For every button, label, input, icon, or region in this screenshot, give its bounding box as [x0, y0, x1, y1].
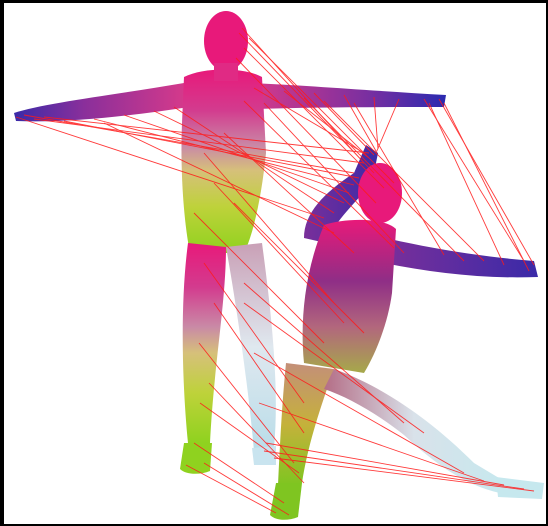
correspondence-illustration: [4, 3, 546, 524]
correspondence-line: [429, 103, 504, 265]
figure-canvas: [4, 3, 546, 524]
mesh-lunge: [270, 145, 544, 520]
correspondence-line: [274, 458, 534, 491]
correspondence-line: [439, 99, 534, 265]
correspondence-line: [16, 117, 324, 218]
correspondence-line: [444, 103, 529, 271]
correspondence-line: [376, 99, 399, 153]
correspondence-line: [424, 99, 524, 261]
